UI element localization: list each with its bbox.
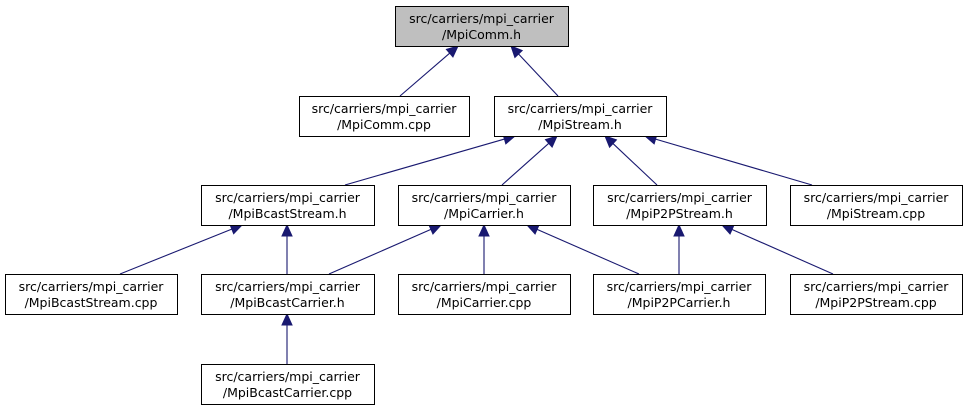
node-path-label: src/carriers/mpi_carrier [607, 190, 753, 205]
node-box [395, 6, 569, 47]
node-file-label: /MpiBcastStream.cpp [25, 295, 158, 310]
node-mpicarrier-h[interactable]: src/carriers/mpi_carrier/MpiCarrier.h [398, 185, 571, 226]
edge-line [536, 228, 640, 275]
node-mpicomm-cpp[interactable]: src/carriers/mpi_carrier/MpiComm.cpp [299, 96, 470, 137]
edge-line [518, 53, 559, 97]
node-box [201, 274, 375, 315]
node-box [398, 274, 571, 315]
edge-line [399, 52, 451, 97]
edge-mpip2pstream_cpp-to-mpip2pstream_h [720, 224, 834, 275]
edges-layer [119, 45, 834, 364]
edge-mpicarrier_cpp-to-mpicarrier_h [478, 223, 490, 274]
node-path-label: src/carriers/mpi_carrier [409, 11, 555, 26]
node-box [398, 185, 571, 226]
edge-mpibcastcarrier_h-to-mpibcaststream_h [281, 223, 293, 274]
node-path-label: src/carriers/mpi_carrier [508, 101, 654, 116]
node-mpibcastcarrier-h[interactable]: src/carriers/mpi_carrier/MpiBcastCarrier… [201, 274, 375, 315]
node-mpistream-cpp[interactable]: src/carriers/mpi_carrier/MpiStream.cpp [790, 185, 963, 226]
node-mpicomm-h: src/carriers/mpi_carrier/MpiComm.h [395, 6, 569, 47]
node-mpip2pcarrier-h[interactable]: src/carriers/mpi_carrier/MpiP2PCarrier.h [593, 274, 766, 315]
node-path-label: src/carriers/mpi_carrier [19, 279, 165, 294]
edge-mpip2pstream_h-to-mpistream_h [604, 135, 658, 186]
node-file-label: /MpiBcastCarrier.cpp [223, 385, 352, 400]
arrowhead-icon [428, 224, 443, 235]
arrowhead-icon [604, 135, 618, 149]
arrowhead-icon [720, 224, 735, 235]
arrowhead-icon [281, 223, 293, 237]
node-path-label: src/carriers/mpi_carrier [804, 279, 950, 294]
edge-mpibcaststream_cpp-to-mpibcaststream_h [119, 223, 244, 275]
arrowhead-icon [510, 45, 524, 59]
edge-mpip2pcarrier_h-to-mpicarrier_h [525, 224, 640, 275]
node-path-label: src/carriers/mpi_carrier [412, 279, 558, 294]
node-mpibcastcarrier-cpp[interactable]: src/carriers/mpi_carrier/MpiBcastCarrier… [201, 364, 375, 405]
edge-line [731, 228, 834, 275]
node-box [299, 96, 470, 137]
node-mpicarrier-cpp[interactable]: src/carriers/mpi_carrier/MpiCarrier.cpp [398, 274, 571, 315]
edge-mpistream_cpp-to-mpistream_h [643, 133, 813, 186]
arrowhead-icon [673, 223, 685, 237]
edge-mpibcaststream_h-to-mpistream_h [344, 133, 517, 186]
node-path-label: src/carriers/mpi_carrier [215, 279, 361, 294]
edge-mpicarrier_h-to-mpistream_h [501, 135, 558, 186]
node-mpip2pstream-cpp[interactable]: src/carriers/mpi_carrier/MpiP2PStream.cp… [790, 274, 963, 315]
node-file-label: /MpiCarrier.h [444, 206, 524, 221]
edge-mpicomm_cpp-to-mpicomm_h [399, 45, 459, 97]
arrowhead-icon [281, 312, 293, 326]
node-box [201, 364, 375, 405]
node-file-label: /MpiP2PStream.cpp [815, 295, 936, 310]
arrowhead-icon [478, 223, 490, 237]
node-file-label: /MpiBcastCarrier.h [230, 295, 344, 310]
node-box [790, 185, 963, 226]
edge-line [328, 228, 432, 275]
arrowhead-icon [445, 45, 459, 58]
node-path-label: src/carriers/mpi_carrier [607, 279, 753, 294]
edge-line [501, 142, 550, 186]
node-path-label: src/carriers/mpi_carrier [215, 190, 361, 205]
edge-mpibcastcarrier_h-to-mpicarrier_h [328, 224, 443, 275]
node-file-label: /MpiStream.h [538, 117, 622, 132]
node-mpibcaststream-cpp[interactable]: src/carriers/mpi_carrier/MpiBcastStream.… [5, 274, 178, 315]
node-box [790, 274, 963, 315]
node-file-label: /MpiStream.cpp [827, 206, 925, 221]
nodes-layer: src/carriers/mpi_carrier/MpiComm.hsrc/ca… [5, 6, 963, 405]
node-file-label: /MpiCarrier.cpp [437, 295, 532, 310]
edge-mpip2pcarrier_h-to-mpip2pstream_h [673, 223, 685, 274]
node-path-label: src/carriers/mpi_carrier [804, 190, 950, 205]
node-box [5, 274, 178, 315]
edge-line [344, 138, 505, 186]
node-box [201, 185, 375, 226]
node-box [593, 274, 766, 315]
node-box [593, 185, 767, 226]
node-file-label: /MpiComm.h [442, 27, 521, 42]
node-path-label: src/carriers/mpi_carrier [312, 101, 458, 116]
edge-line [612, 143, 658, 186]
edge-mpibcastcarrier_cpp-to-mpibcastcarrier_h [281, 312, 293, 364]
node-path-label: src/carriers/mpi_carrier [412, 190, 558, 205]
node-box [494, 96, 667, 137]
node-mpistream-h[interactable]: src/carriers/mpi_carrier/MpiStream.h [494, 96, 667, 137]
edge-line [655, 138, 813, 186]
arrowhead-icon [525, 224, 540, 235]
edge-mpistream_h-to-mpicomm_h [510, 45, 559, 97]
node-path-label: src/carriers/mpi_carrier [215, 369, 361, 384]
node-mpip2pstream-h[interactable]: src/carriers/mpi_carrier/MpiP2PStream.h [593, 185, 767, 226]
node-file-label: /MpiP2PStream.h [626, 206, 733, 221]
arrowhead-icon [544, 135, 558, 148]
node-file-label: /MpiComm.cpp [337, 117, 431, 132]
node-file-label: /MpiBcastStream.h [228, 206, 346, 221]
node-file-label: /MpiP2PCarrier.h [628, 295, 731, 310]
node-mpibcaststream-h[interactable]: src/carriers/mpi_carrier/MpiBcastStream.… [201, 185, 375, 226]
edge-line [119, 228, 232, 275]
